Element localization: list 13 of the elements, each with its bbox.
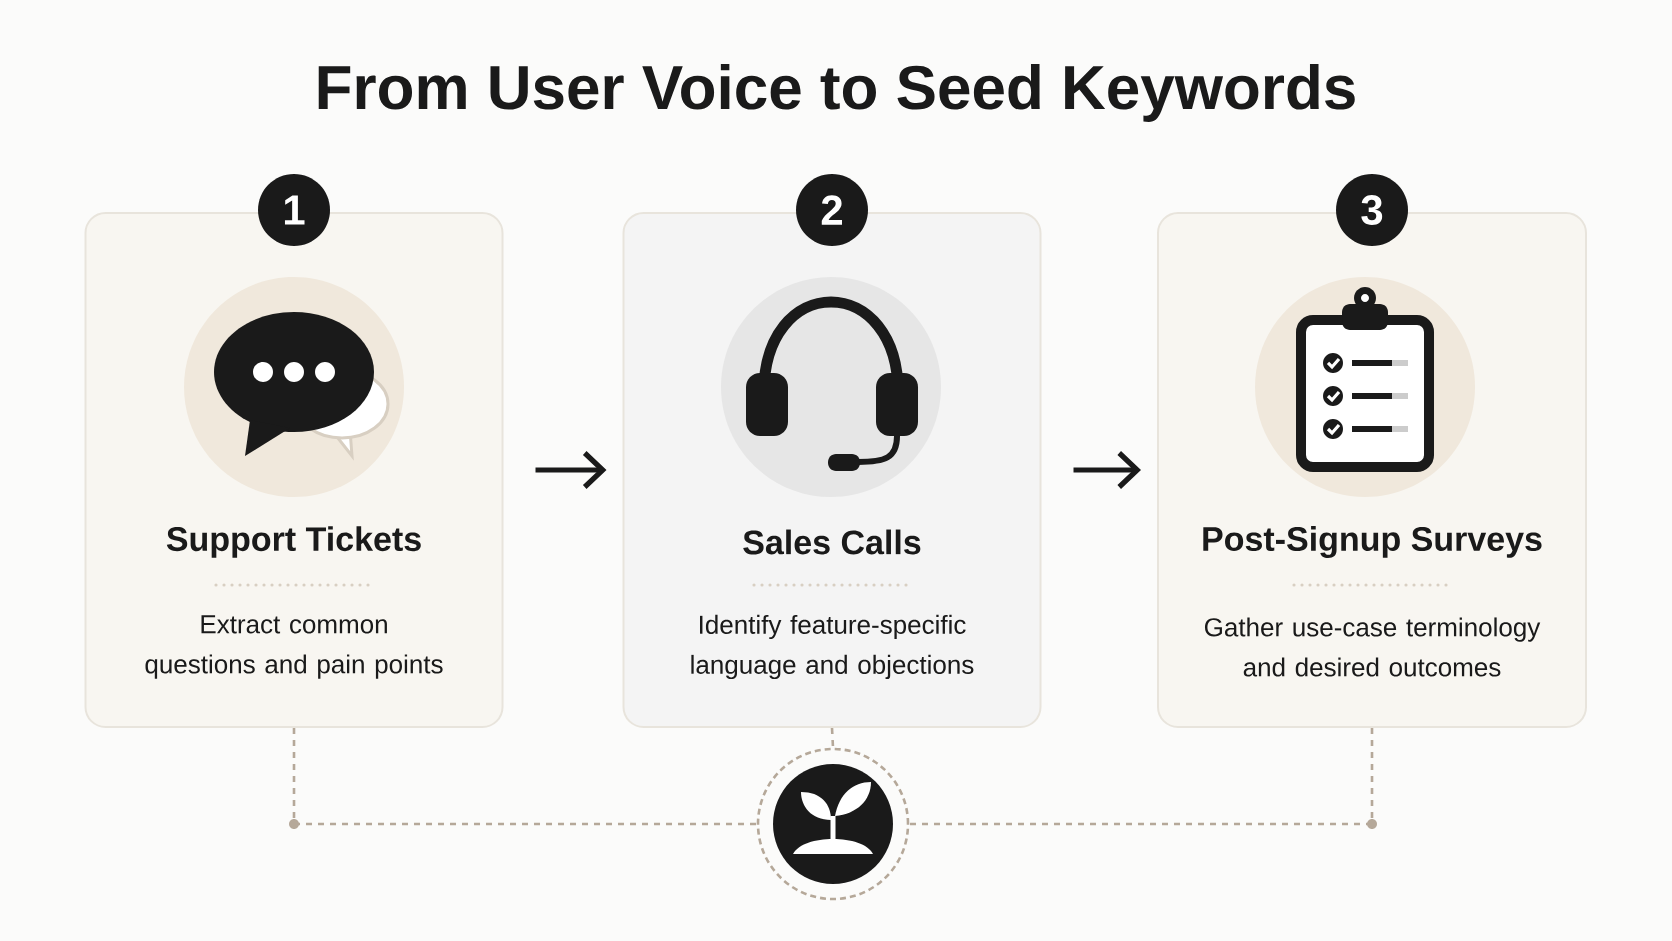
card-description: Extract common questions and pain points <box>145 615 443 679</box>
card-title: Post-Signup Surveys <box>1203 526 1542 558</box>
number-badge: 1 <box>258 174 330 246</box>
number-badge: 3 <box>1336 174 1408 246</box>
card-description: Gather use-case terminology and desired outcomes <box>1204 617 1541 677</box>
card-title: Support Tickets <box>166 526 421 558</box>
title: From User Voice to Seed Keywords <box>318 64 1355 122</box>
connector-line <box>830 727 835 748</box>
connector-line <box>909 728 1377 829</box>
card-description: Identify feature-specific language and objections <box>691 614 974 680</box>
number-badge: 2 <box>796 174 868 246</box>
card-title: Sales Calls <box>743 529 921 555</box>
connector-line <box>289 728 757 829</box>
